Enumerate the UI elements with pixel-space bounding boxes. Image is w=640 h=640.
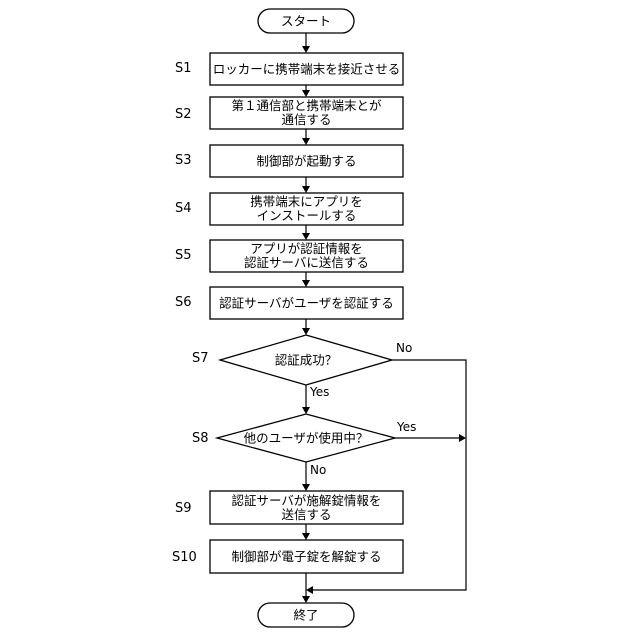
start-terminal: スタート [258,9,354,33]
process-text-s6: 認証サーバがユーザを認証する [219,296,394,311]
process-box-s4: 携帯端末にアプリを インストールする [210,193,403,225]
process-text-s5-line1: アプリが認証情報を [250,241,363,256]
connector-s4-s5 [302,225,310,240]
branch-label-s8-yes: Yes [396,420,416,434]
decision-text-s8: 他のユーザが使用中？ [244,431,369,446]
connector-s8-s9-no [302,462,310,491]
connector-start-s1 [302,33,310,53]
step-id-s6: S6 [175,295,192,310]
step-id-s8: S8 [192,431,209,446]
connector-s9-s10 [302,524,310,540]
branch-label-s7-no: No [396,341,412,355]
end-label: 終了 [293,608,318,623]
connector-s6-s7 [302,319,310,335]
process-box-s3: 制御部が起動する [210,145,403,177]
process-text-s3: 制御部が起動する [256,154,356,169]
process-text-s9-line2: 送信する [281,507,331,522]
process-box-s2: 第１通信部と携帯端末とが 通信する [210,97,403,129]
process-text-s2-line2: 通信する [281,112,331,127]
start-label: スタート [281,14,331,29]
process-text-s9-line1: 認証サーバが施解錠情報を [232,493,382,508]
connector-s3-s4 [302,177,310,193]
step-id-s2: S2 [175,107,192,122]
step-id-s10: S10 [172,550,197,565]
branch-label-s7-yes: Yes [309,385,329,399]
connector-s8-yes-path [395,434,466,442]
decision-s7: 認証成功？ [220,335,392,385]
process-box-s10: 制御部が電子錠を解錠する [210,540,403,573]
connector-s10-end [302,573,310,603]
connector-s1-s2 [302,85,310,97]
process-text-s2-line1: 第１通信部と携帯端末とが [231,98,382,113]
step-id-s7: S7 [192,351,209,366]
decision-s8: 他のユーザが使用中？ [217,414,395,462]
process-text-s5-line2: 認証サーバに送信する [244,255,369,270]
process-text-s1: ロッカーに携帯端末を接近させる [213,62,401,77]
process-text-s4-line1: 携帯端末にアプリを [250,194,363,209]
step-id-s3: S3 [175,153,192,168]
step-id-s9: S9 [175,501,192,516]
process-box-s6: 認証サーバがユーザを認証する [210,287,403,319]
step-id-s5: S5 [175,248,192,263]
decision-text-s7: 認証成功？ [275,353,338,368]
end-terminal: 終了 [258,603,354,627]
connector-s2-s3 [302,129,310,145]
connector-s7-s8-yes [302,385,310,414]
process-box-s9: 認証サーバが施解錠情報を 送信する [210,491,403,524]
process-text-s10: 制御部が電子錠を解錠する [231,549,381,564]
process-box-s1: ロッカーに携帯端末を接近させる [210,53,403,85]
branch-label-s8-no: No [310,463,326,477]
connector-s5-s6 [302,272,310,287]
step-id-s4: S4 [175,201,192,216]
step-id-s1: S1 [175,61,192,76]
process-text-s4-line2: インストールする [257,208,357,223]
process-box-s5: アプリが認証情報を 認証サーバに送信する [210,240,403,272]
